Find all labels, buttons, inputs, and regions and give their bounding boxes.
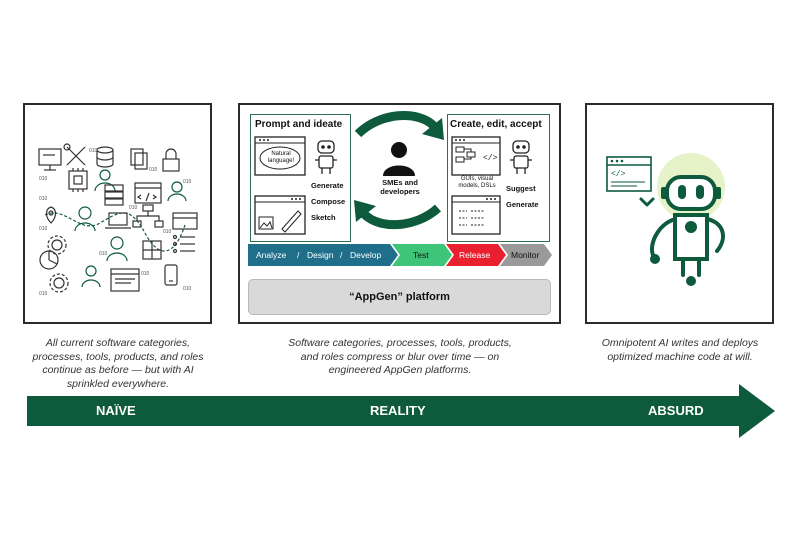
- developer-icon: [106, 236, 128, 262]
- models-text: GUIs, visual models, DSLs: [458, 176, 496, 189]
- person-icon: [383, 142, 415, 176]
- stage-separator: /: [340, 250, 343, 260]
- robot-hand: [650, 254, 660, 264]
- stage-test: Test: [413, 250, 429, 260]
- server-icon: [104, 184, 124, 206]
- cycle-arrows-icon: [354, 111, 444, 230]
- location-pin-icon: [45, 206, 57, 224]
- avatar-icon: [167, 181, 187, 202]
- naive-caption: All current software categories, process…: [32, 337, 204, 390]
- worker-icon: [74, 206, 96, 232]
- arrow-label-naive: NAÏVE: [96, 403, 136, 418]
- stage-separator: /: [297, 250, 300, 260]
- stage-analyze-develop-shape: [248, 244, 398, 266]
- grid-icon: [142, 240, 162, 260]
- visual-model-window-icon: </>: [451, 136, 501, 176]
- stage-analyze: Analyze: [256, 250, 287, 260]
- arrow-label-absurd: ABSURD: [648, 403, 704, 418]
- phone-icon: [164, 264, 178, 286]
- ai-robot-illustration: </>: [606, 153, 725, 286]
- document-window-icon: [110, 268, 140, 292]
- label-generate-right: Generate: [506, 200, 539, 209]
- svg-text:010: 010: [39, 226, 48, 232]
- absurd-caption: Omnipotent AI writes and deploys optimiz…: [601, 337, 759, 363]
- lock-icon: [162, 148, 180, 172]
- software-icons-cluster: 010 010 010 010 010 010 010 010 010 010 010 010: [38, 143, 198, 297]
- robot-icon: [315, 140, 337, 174]
- code-window-icon: [134, 182, 162, 204]
- browser-icon: [172, 212, 198, 230]
- gear-icon: [47, 235, 67, 255]
- naive-panel: 010 010 010 010 010 010 010 010 010 010 010 010: [23, 103, 212, 324]
- label-sketch: Sketch: [311, 213, 336, 222]
- appgen-platform-bar: “AppGen” platform: [248, 279, 551, 315]
- lifecycle-chevrons: [248, 244, 552, 266]
- robot-body: [639, 197, 725, 277]
- arrow-label-reality: REALITY: [370, 403, 426, 418]
- stage-design: Design: [307, 250, 334, 260]
- org-chart-icon: [132, 204, 164, 228]
- svg-text:010: 010: [149, 167, 158, 173]
- label-compose: Compose: [311, 197, 346, 206]
- robot-head: [661, 175, 721, 211]
- settings-gear-icon: [49, 273, 69, 293]
- absurd-panel: </>: [585, 103, 774, 324]
- svg-text:</>: </>: [483, 154, 498, 163]
- stage-release: Release: [459, 250, 491, 260]
- list-icon: [172, 234, 195, 254]
- user-icon: [81, 265, 101, 288]
- prompt-ideate-title: Prompt and ideate: [255, 119, 343, 130]
- monitor-icon: [38, 148, 62, 171]
- stage-monitor-shape: [500, 244, 552, 266]
- svg-text:010: 010: [39, 196, 48, 202]
- chip-icon: [68, 168, 88, 192]
- documents-icon: [130, 148, 148, 170]
- form-window-icon: [451, 195, 501, 235]
- svg-text:010: 010: [163, 229, 172, 235]
- pie-chart-icon: [39, 250, 59, 270]
- person-icon: [94, 169, 116, 192]
- svg-text:010: 010: [183, 286, 192, 292]
- svg-text:</>: </>: [611, 170, 626, 179]
- robot-foot: [686, 276, 696, 286]
- chat-window-icon: [254, 136, 306, 176]
- stage-develop: Develop: [350, 250, 382, 260]
- reality-caption: Software categories, processes, tools, p…: [288, 337, 512, 376]
- svg-text:010: 010: [39, 176, 48, 182]
- database-icon: [96, 146, 114, 168]
- create-edit-title: Create, edit, accept: [450, 119, 542, 130]
- svg-text:010: 010: [39, 291, 48, 297]
- svg-text:010: 010: [183, 179, 192, 185]
- stage-test-shape: [392, 244, 452, 266]
- tools-icon: [63, 143, 86, 166]
- binary-decoration: 010 010 010 010 010 010 010 010 010 010 010 010: [39, 148, 192, 297]
- smes-developers-label: SMEs and developers: [380, 178, 420, 196]
- laptop-icon: [105, 212, 131, 229]
- svg-text:010: 010: [141, 271, 150, 277]
- code-window-icon: </>: [606, 156, 652, 192]
- svg-text:010: 010: [129, 205, 138, 211]
- svg-text:010: 010: [99, 251, 108, 257]
- label-generate-left: Generate: [311, 181, 344, 190]
- assistant-robot-icon: [510, 140, 532, 174]
- bubble-text: Natural language!: [267, 151, 295, 164]
- label-suggest: Suggest: [506, 184, 536, 193]
- spectrum-arrow: [27, 384, 775, 438]
- svg-text:010: 010: [89, 148, 98, 154]
- stage-monitor: Monitor: [511, 250, 540, 260]
- stage-release-shape: [446, 244, 506, 266]
- sketch-window-icon: [254, 195, 306, 235]
